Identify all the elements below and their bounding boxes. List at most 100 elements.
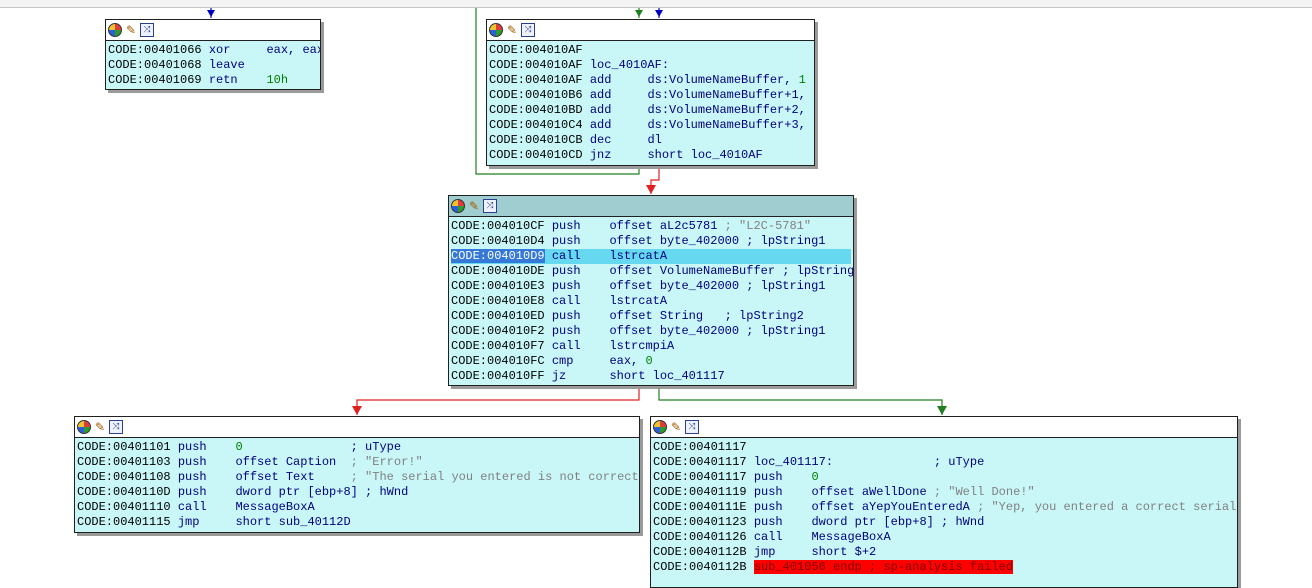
operand: ds:VolumeNameBuffer+3,	[647, 118, 814, 132]
address: CODE:00401110	[77, 500, 171, 514]
address: CODE:004010FF	[451, 369, 545, 383]
code-line[interactable]: CODE:004010B6 add ds:VolumeNameBuffer+1,…	[489, 88, 814, 103]
code-line[interactable]: CODE:00401108 push offset Text ; "The se…	[77, 470, 639, 485]
rename-pencil-icon[interactable]: ✎	[468, 199, 480, 213]
mnemonic: push	[170, 440, 236, 454]
code-line[interactable]: CODE:004010D9 call lstrcatA	[451, 249, 851, 264]
mnemonic: push	[746, 515, 812, 529]
operand: lstrcatA	[609, 294, 668, 308]
code-line[interactable]: CODE:00401069 retn 10h	[108, 73, 318, 88]
code-line[interactable]: CODE:00401101 push 0 ; uType	[77, 440, 637, 455]
code-line[interactable]: CODE:0040110D push dword ptr [ebp+8] ; h…	[77, 485, 637, 500]
code-line[interactable]: CODE:00401117 push 0	[653, 470, 1235, 485]
rename-pencil-icon[interactable]: ✎	[125, 23, 137, 37]
code-line[interactable]: CODE:00401068 leave	[108, 58, 318, 73]
address: CODE:004010F7	[451, 339, 545, 353]
mnemonic: push	[544, 309, 610, 323]
color-palette-icon[interactable]	[108, 23, 122, 37]
color-palette-icon[interactable]	[489, 23, 503, 37]
operand: ; uType	[242, 440, 402, 454]
code-line[interactable]: CODE:004010BD add ds:VolumeNameBuffer+2,…	[489, 103, 814, 118]
code-line[interactable]: CODE:004010AF loc_4010AF:	[489, 58, 812, 73]
block-header: ✎ ⤨	[106, 20, 320, 41]
rename-pencil-icon[interactable]: ✎	[670, 420, 682, 434]
mnemonic: jnz	[582, 148, 648, 162]
code-line[interactable]: CODE:00401123 push dword ptr [ebp+8] ; h…	[653, 515, 1235, 530]
operand: offset aYepYouEnteredA	[811, 500, 978, 514]
operand: offset String ; lpString2	[609, 309, 804, 323]
operand: loc_401117: ; uType	[746, 455, 985, 469]
mnemonic: add	[582, 103, 648, 117]
code-line[interactable]: CODE:004010AF add ds:VolumeNameBuffer, 1	[489, 73, 812, 88]
code-line[interactable]: CODE:00401117	[653, 440, 1235, 455]
rename-pencil-icon[interactable]: ✎	[94, 420, 106, 434]
code-line[interactable]: CODE:004010CB dec dl	[489, 133, 812, 148]
code-line[interactable]: CODE:00401117 loc_401117: ; uType	[653, 455, 1235, 470]
color-palette-icon[interactable]	[653, 420, 667, 434]
code-line[interactable]: CODE:00401126 call MessageBoxA	[653, 530, 1235, 545]
block-header: ✎ ⤨	[449, 196, 853, 217]
operand: offset Text	[235, 470, 351, 484]
code-line[interactable]: CODE:004010FF jz short loc_401117	[451, 369, 851, 384]
address: CODE:00401066	[108, 43, 202, 57]
code-line[interactable]: CODE:00401115 jmp short sub_40112D	[77, 515, 637, 530]
code-line[interactable]: CODE:0040111E push offset aYepYouEntered…	[653, 500, 1238, 515]
number-literal: 0	[235, 440, 243, 454]
operand: short loc_4010AF	[647, 148, 763, 162]
mnemonic: push	[170, 455, 236, 469]
code-line[interactable]: CODE:004010AF	[489, 43, 812, 58]
address: CODE:004010FC	[451, 354, 545, 368]
string-comment: ; "Error!"	[350, 455, 423, 469]
operand: loc_4010AF:	[582, 58, 670, 72]
code-line[interactable]: CODE:004010E8 call lstrcatA	[451, 294, 851, 309]
operand: offset byte_402000 ; lpString1	[609, 324, 826, 338]
code-line[interactable]: CODE:004010D4 push offset byte_402000 ; …	[451, 234, 851, 249]
graph-toggle-icon[interactable]: ⤨	[109, 420, 123, 434]
code-line[interactable]: CODE:004010F7 call lstrcmpiA	[451, 339, 851, 354]
code-line[interactable]: CODE:00401110 call MessageBoxA	[77, 500, 637, 515]
code-line[interactable]: CODE:004010ED push offset String ; lpStr…	[451, 309, 851, 324]
code-line[interactable]: CODE:00401103 push offset Caption ; "Err…	[77, 455, 637, 470]
code-line[interactable]: CODE:004010CD jnz short loc_4010AF	[489, 148, 812, 163]
edge-to-error	[356, 386, 640, 415]
operand: lstrcmpiA	[609, 339, 675, 353]
graph-toggle-icon[interactable]: ⤨	[685, 420, 699, 434]
code-line[interactable]: CODE:004010C4 add ds:VolumeNameBuffer+3,…	[489, 118, 814, 133]
address: CODE:004010F2	[451, 324, 545, 338]
code-line[interactable]: CODE:004010F2 push offset byte_402000 ; …	[451, 324, 851, 339]
color-palette-icon[interactable]	[451, 199, 465, 213]
graph-toggle-icon[interactable]: ⤨	[521, 23, 535, 37]
rename-pencil-icon[interactable]: ✎	[506, 23, 518, 37]
address: CODE:00401108	[77, 470, 171, 484]
code-line[interactable]: CODE:004010FC cmp eax, 0	[451, 354, 851, 369]
operand: MessageBoxA	[235, 500, 315, 514]
code-line[interactable]: CODE:0040112B sub_401056 endp ; sp-analy…	[653, 560, 1235, 575]
string-comment: ; "Yep, you entered a correct serial!"	[977, 500, 1238, 514]
color-palette-icon[interactable]	[77, 420, 91, 434]
code-line[interactable]: CODE:004010E3 push offset byte_402000 ; …	[451, 279, 851, 294]
edge-loop-back	[475, 8, 640, 175]
address: CODE:004010CD	[489, 148, 583, 162]
code-line[interactable]: CODE:0040112B jmp short $+2	[653, 545, 1235, 560]
graph-toggle-icon[interactable]: ⤨	[483, 199, 497, 213]
code-line[interactable]: CODE:00401119 push offset aWellDone ; "W…	[653, 485, 1235, 500]
code-block-serial-check[interactable]: ✎ ⤨ CODE:004010CF push offset aL2c5781 ;…	[448, 195, 854, 386]
operand: offset Caption	[235, 455, 351, 469]
code-line[interactable]: CODE:004010CF push offset aL2c5781 ; "L2…	[451, 219, 851, 234]
code-line[interactable]: CODE:00401066 xor eax, eax	[108, 43, 320, 58]
operand: offset aL2c5781	[609, 219, 725, 233]
number-literal: 1	[798, 73, 806, 87]
mnemonic: add	[582, 118, 648, 132]
mnemonic: push	[746, 470, 812, 484]
address: CODE:004010AF	[489, 58, 583, 72]
address: CODE:00401123	[653, 515, 747, 529]
graph-toggle-icon[interactable]: ⤨	[140, 23, 154, 37]
code-line[interactable]: CODE:004010DE push offset VolumeNameBuff…	[451, 264, 853, 279]
mnemonic: push	[544, 279, 610, 293]
mnemonic: push	[746, 500, 812, 514]
